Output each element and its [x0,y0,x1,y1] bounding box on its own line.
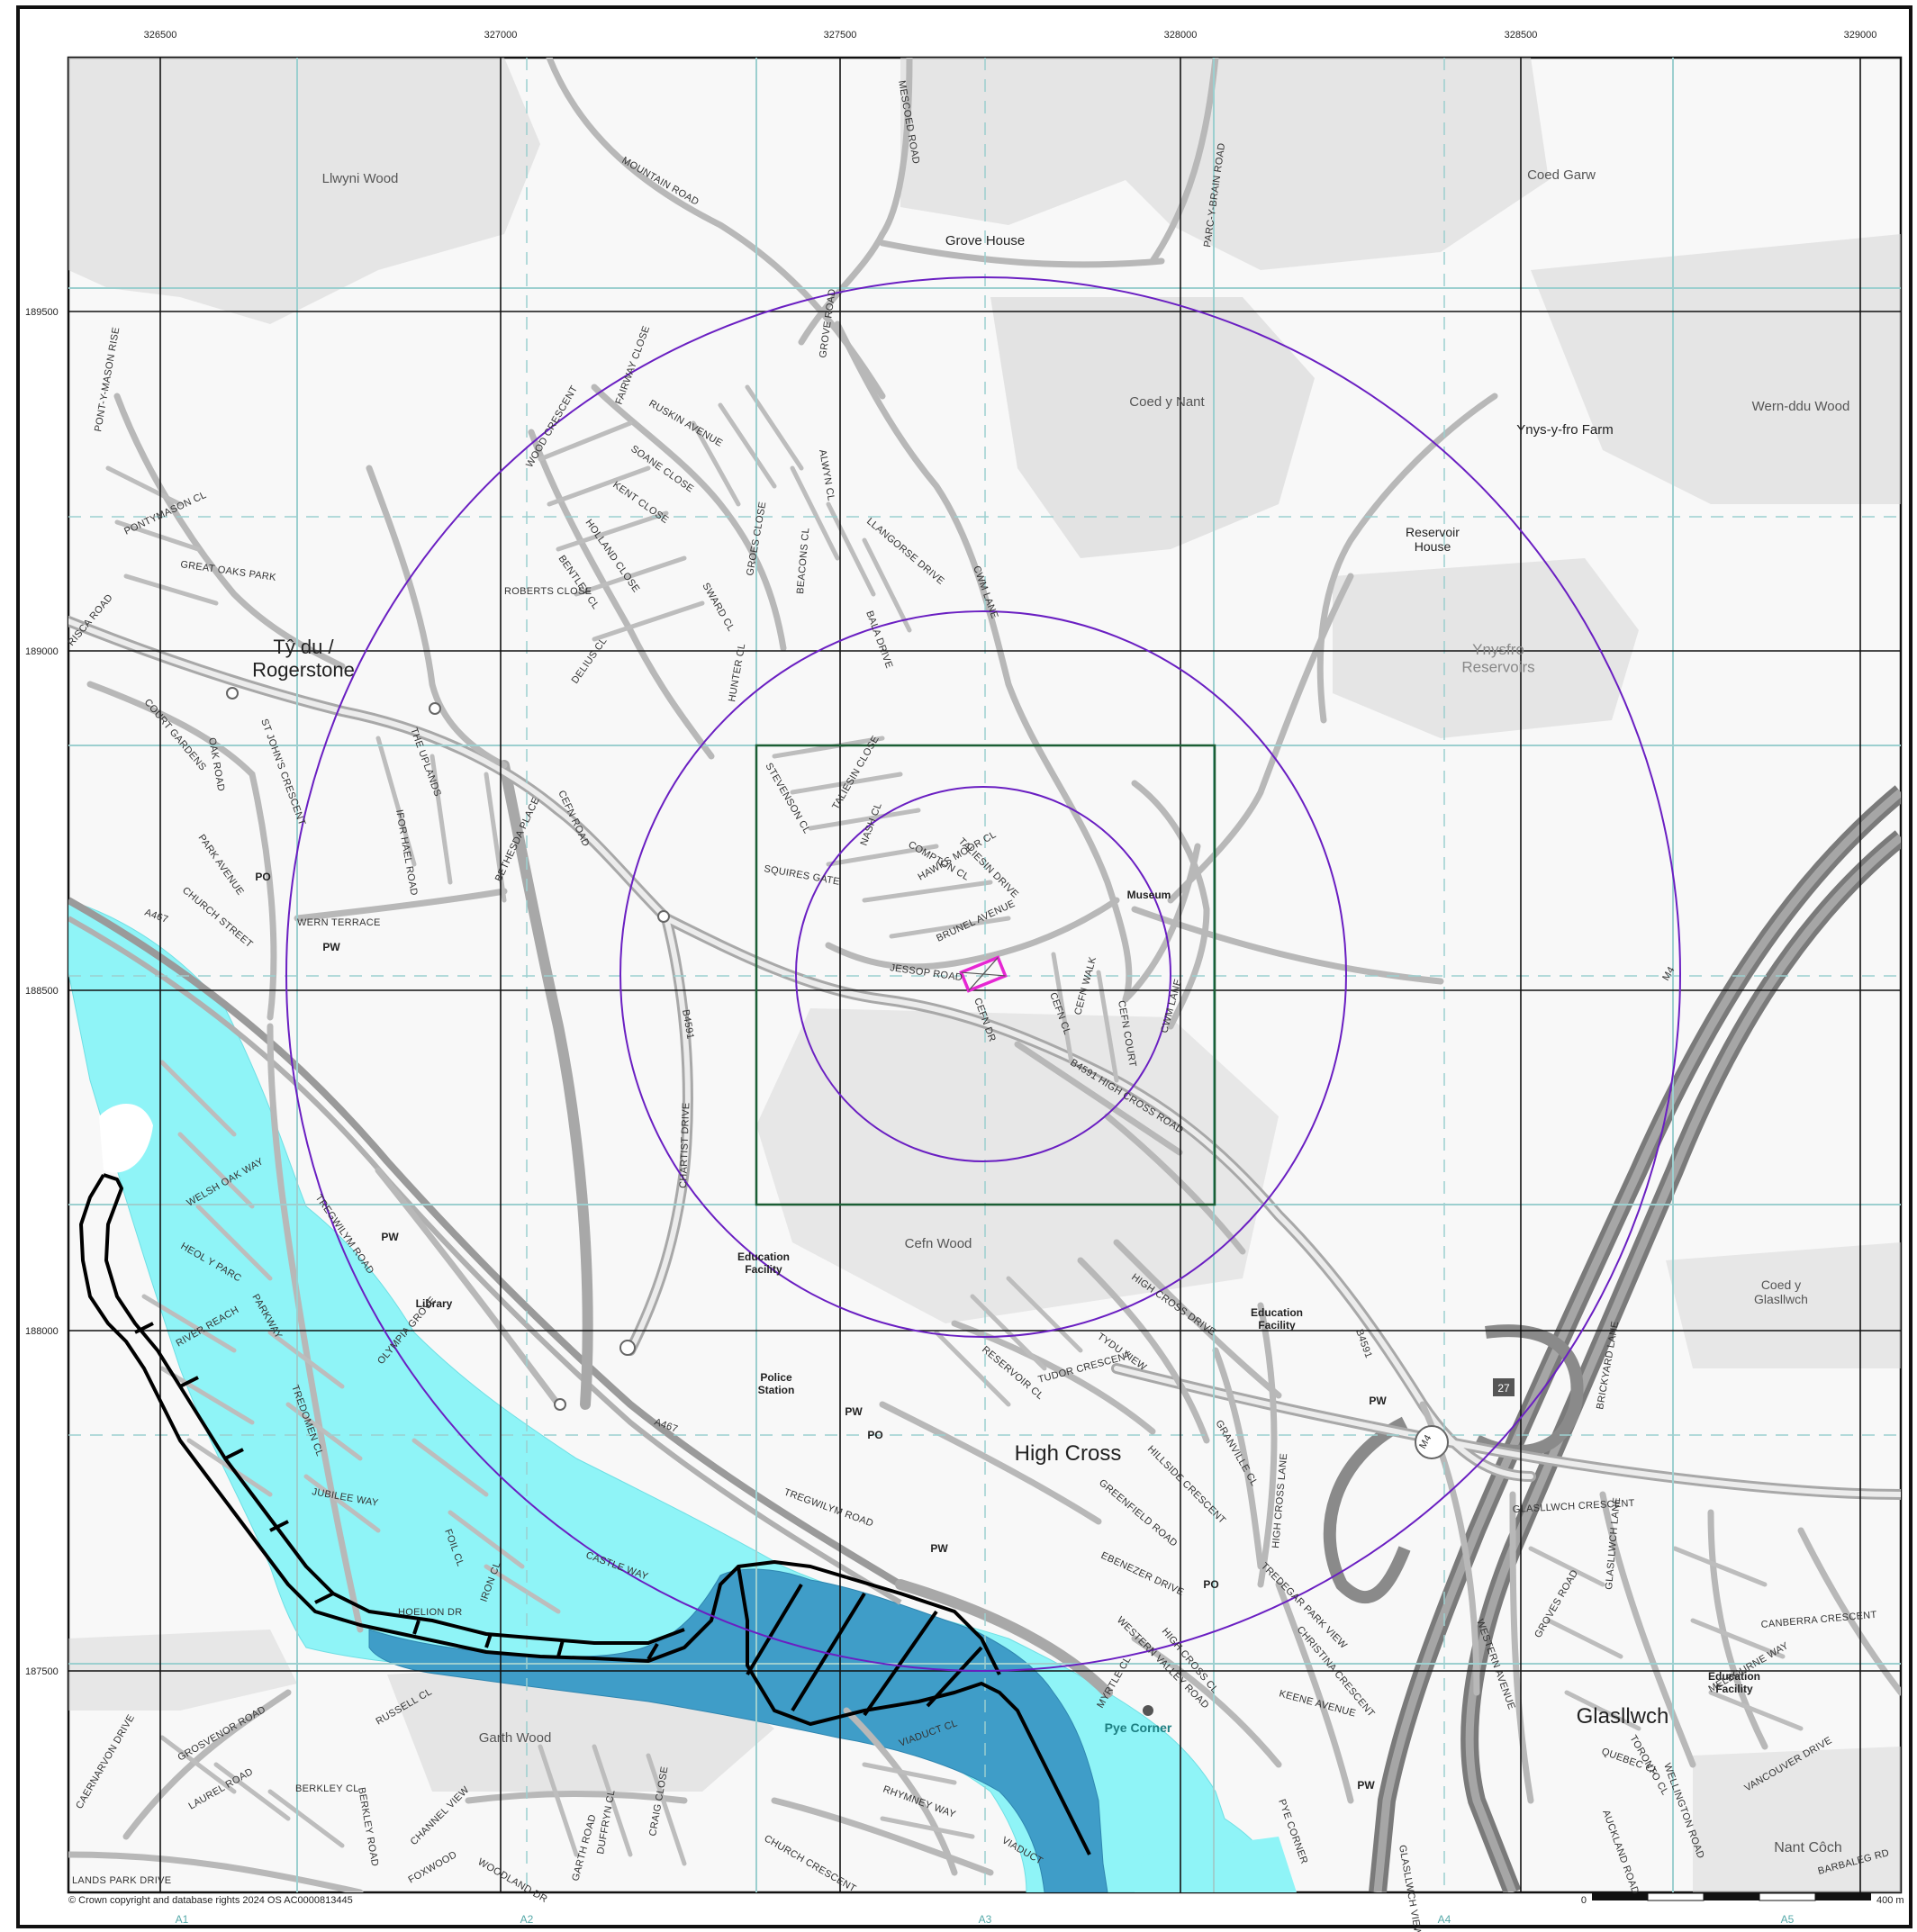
place-label-po: PO [255,871,270,883]
scale-start-label: 0 [1581,1895,1587,1906]
road-label: CHARTIST DRIVE [678,1102,692,1188]
scale-end-label: 400 m [1876,1895,1904,1906]
place-label-library: Library [416,1297,453,1310]
junction-27-label: 27 [1497,1382,1510,1395]
easting-label: 326500 [144,30,177,41]
copyright-note: © Crown copyright and database rights 20… [68,1895,353,1906]
place-label-high-cross: High Cross [1015,1441,1122,1466]
flood-island [99,1104,153,1173]
place-label-pw: PW [845,1405,863,1418]
place-label-nant-coch: Nant Côch [1774,1840,1842,1855]
easting-label: 328500 [1505,30,1538,41]
railway-line [68,897,903,1605]
flood-zone-extent-2 [1135,1837,1297,1892]
place-label-llwyni-wood: Llwyni Wood [322,171,399,186]
sheet-col-label: A1 [176,1913,189,1926]
easting-label: 328000 [1164,30,1198,41]
road-label: B4591 [680,1008,696,1040]
place-label-coed-garw: Coed Garw [1527,167,1596,183]
road-label: BERKLEY CL [295,1783,359,1794]
road-label: LANDS PARK DRIVE [72,1875,171,1886]
place-label-glasllwch: Glasllwch [1577,1704,1669,1729]
study-area-box [755,744,1216,1206]
junction-27-badge [1493,1378,1515,1396]
place-label-cefn-wood: Cefn Wood [905,1236,972,1251]
sheet-col-label: A3 [979,1913,992,1926]
place-label-garth-wood: Garth Wood [479,1730,552,1746]
residential-streets [105,384,1804,1866]
pye-corner-dot [1143,1705,1153,1716]
minor-roads [68,58,1901,1892]
flood-zone-high-risk [368,1568,1108,1892]
place-label-pw: PW [381,1231,399,1243]
northing-label: 188500 [25,986,59,997]
place-label-po: PO [867,1429,882,1441]
road-label: ROBERTS CLOSE [504,586,592,597]
northing-labels: 189500 189000 188500 188000 187500 [25,307,59,1677]
place-label-po: PO [1203,1578,1218,1591]
easting-label: 329000 [1844,30,1877,41]
site-marker[interactable] [959,955,1008,993]
easting-labels: 326500 327000 327500 328000 328500 32900… [144,30,1877,41]
sheet-col-label: A2 [520,1913,534,1926]
road-label: WERN TERRACE [297,917,381,928]
place-label-pye-corner: Pye Corner [1105,1720,1172,1735]
northing-label: 189500 [25,307,59,318]
roundabouts [226,687,1449,1459]
place-label-rogerstone: Tŷ du /Rogerstone [252,636,355,681]
place-label-pw: PW [930,1542,948,1555]
buffer-rings [285,276,1681,1672]
sheet-column-labels: A1 A2 A3 A4 A5 [176,1913,1795,1926]
place-label-grove-house: Grove House [945,233,1025,248]
northing-label: 189000 [25,646,59,657]
place-label-pw: PW [1369,1395,1387,1407]
place-label-museum: Museum [1127,889,1171,901]
sheet-col-label: A4 [1438,1913,1451,1926]
os-grid [68,58,1901,1892]
northing-label: 188000 [25,1326,59,1337]
place-labels: Tŷ du /Rogerstone High Cross Glasllwch L… [252,167,1849,1855]
place-label-ynys-y-fro-farm: Ynys-y-fro Farm [1516,422,1614,438]
easting-label: 327000 [484,30,518,41]
woodland-areas [68,58,1901,1892]
scale-bar: 0 400 m [1581,1892,1904,1906]
major-roads-centre [68,618,1901,1497]
place-label-coed-y-nant: Coed y Nant [1129,394,1205,410]
place-label-wern-ddu-wood: Wern-ddu Wood [1752,399,1850,414]
buffer-ring-middle [619,610,1347,1338]
northing-label: 187500 [25,1666,59,1677]
easting-label: 327500 [824,30,857,41]
road-label: HOELION DR [398,1607,462,1618]
place-label-pw: PW [1357,1779,1375,1792]
place-label-pw: PW [322,941,340,953]
buffer-ring-inner [795,786,1171,1162]
flood-defence-lines [79,1173,1091,1855]
sheet-col-label: A5 [1781,1913,1795,1926]
buffer-ring-outer [285,276,1681,1672]
sheet-grid-dashed [68,58,1901,1892]
